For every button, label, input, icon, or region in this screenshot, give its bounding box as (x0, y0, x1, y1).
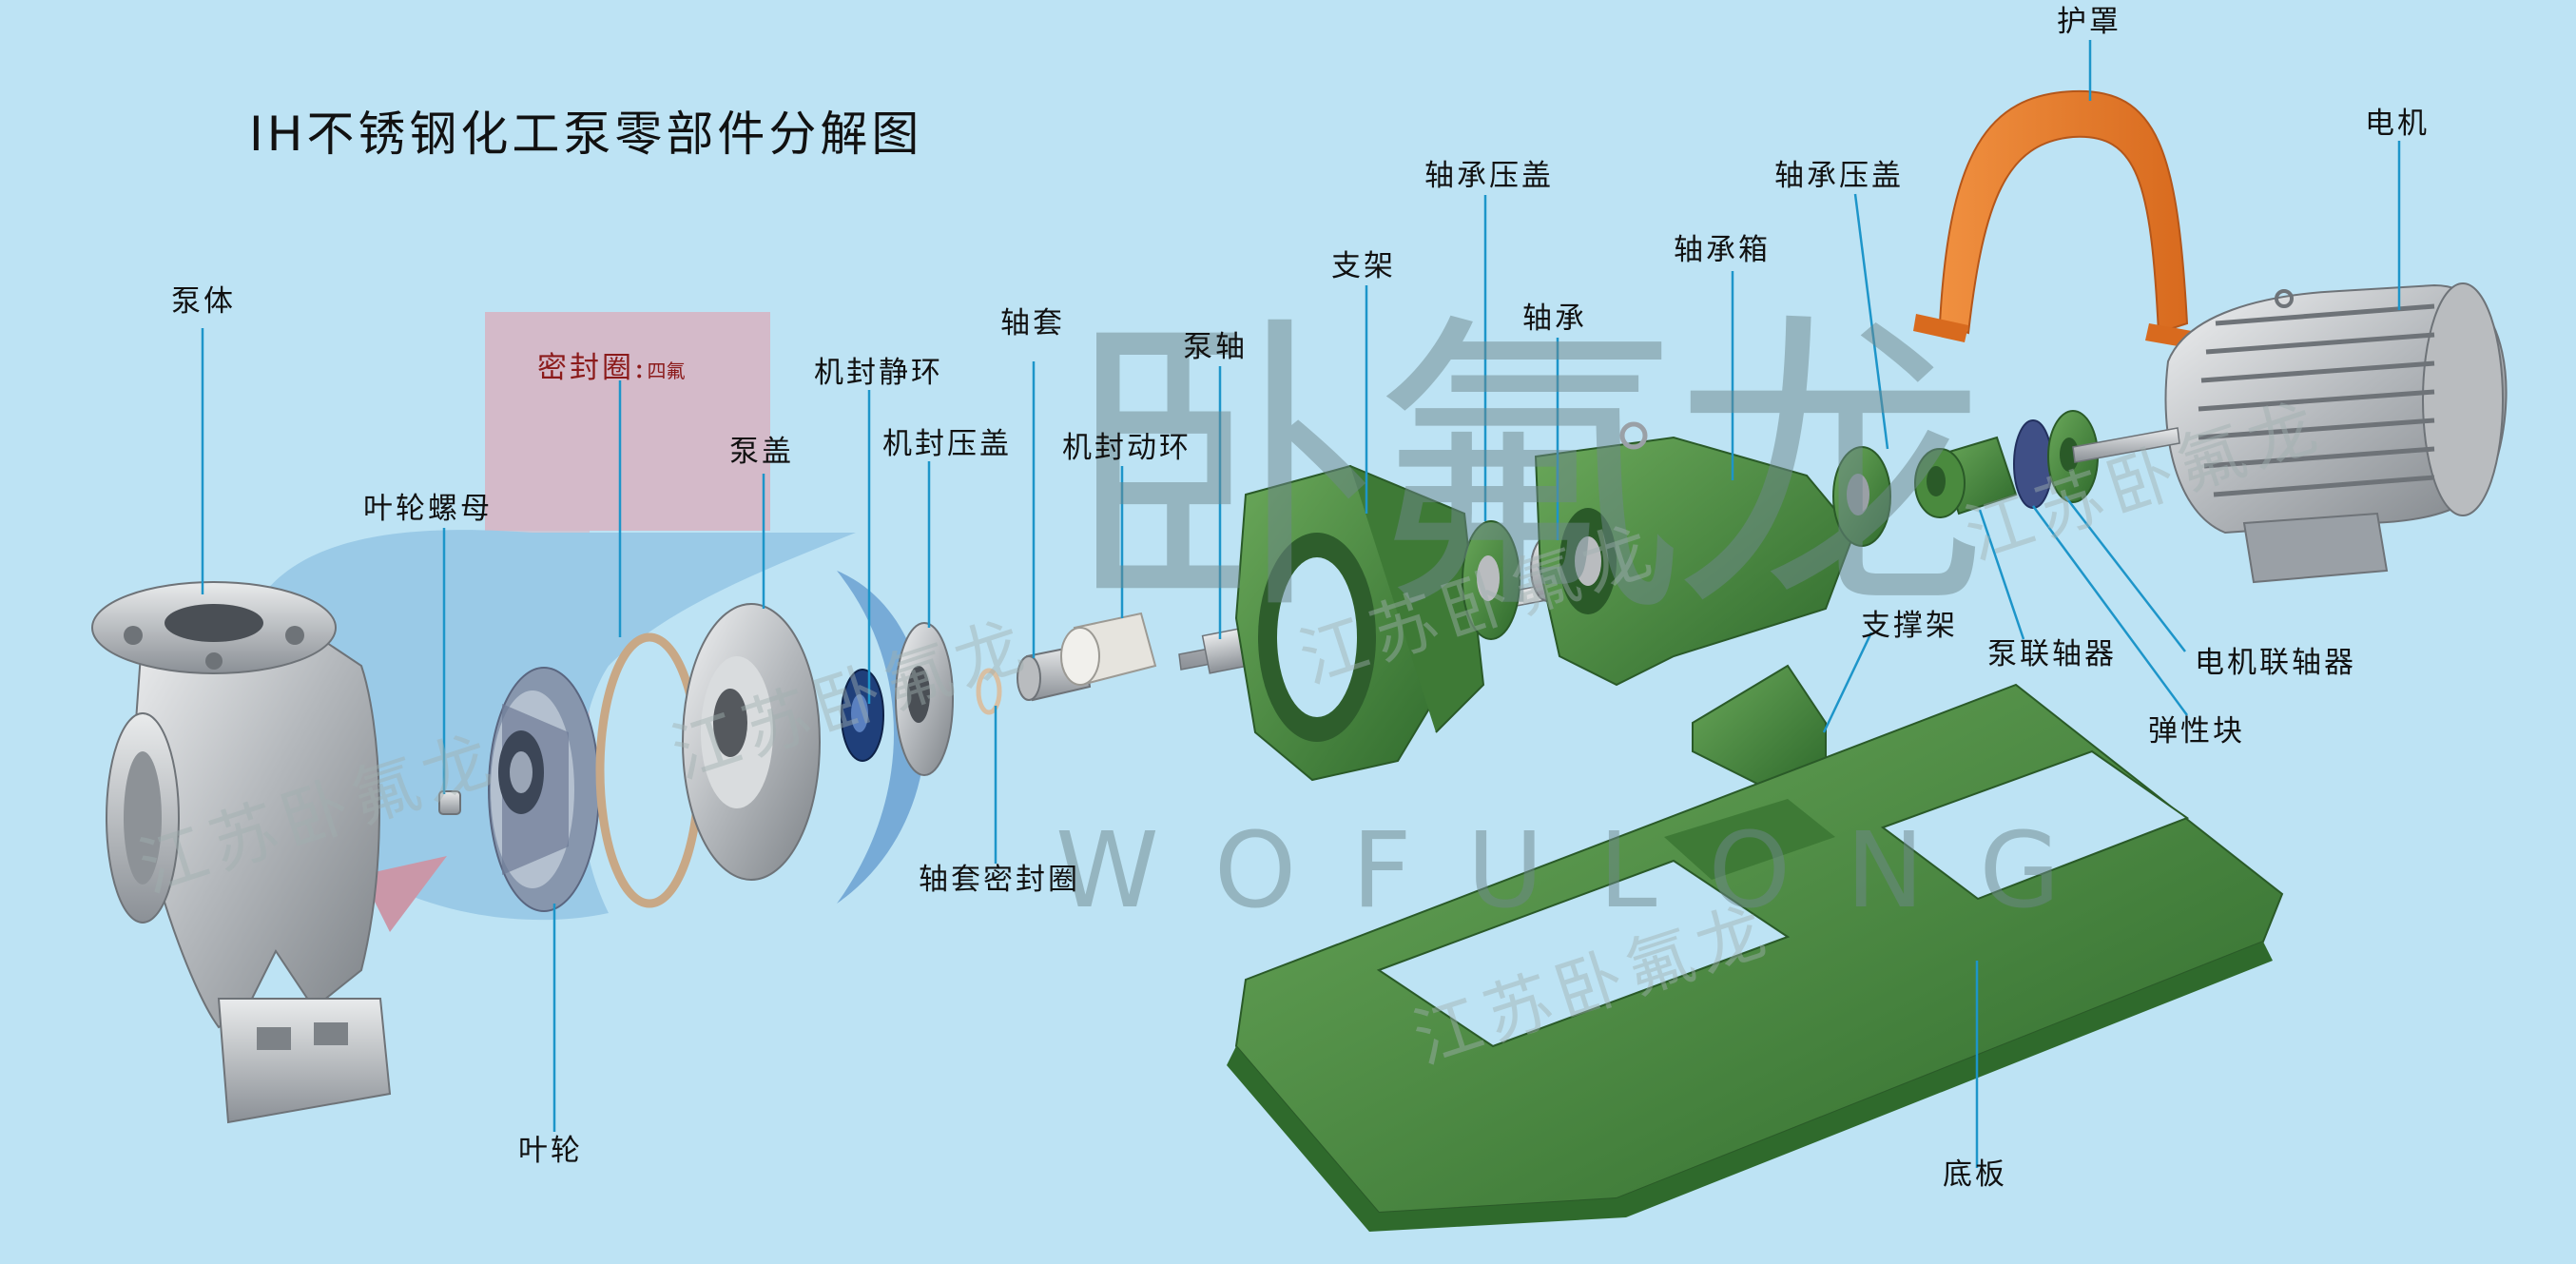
base-plate-part (1227, 683, 2284, 1232)
label-seal-ring: 密封圈:四氟 (537, 354, 685, 383)
label-bearing-cover-1: 轴承压盖 (1424, 159, 1554, 193)
label-pump-cover: 泵盖 (729, 435, 794, 469)
label-pump-coupling: 泵联轴器 (1987, 637, 2117, 671)
label-pump-shaft: 泵轴 (1183, 330, 1248, 364)
pump-coupling-part (1914, 436, 2018, 518)
label-pump-body: 泵体 (171, 284, 236, 319)
bracket-part (1234, 464, 1485, 782)
label-impeller-nut: 叶轮螺母 (363, 492, 493, 526)
leader-lines (201, 40, 2401, 1168)
bearing-cover-1-part (1462, 520, 1520, 640)
label-motor-coupling: 电机联轴器 (2195, 646, 2356, 680)
label-mech-seal-rotating: 机封动环 (1062, 431, 1191, 465)
label-mech-seal-static: 机封静环 (814, 356, 943, 390)
impeller-part (488, 667, 600, 912)
mech-seal-rotating-part (1060, 612, 1157, 686)
mech-seal-gland-part (895, 622, 954, 776)
label-bearing-cover-2: 轴承压盖 (1774, 159, 1904, 193)
label-sleeve-seal: 轴套密封圈 (919, 863, 1080, 897)
sleeve-seal-part (976, 668, 1002, 715)
pump-cover-part (682, 603, 821, 881)
label-seal-ring-note: 四氟 (647, 360, 686, 382)
label-motor: 电机 (2365, 107, 2430, 141)
label-bearing-box: 轴承箱 (1674, 233, 1771, 267)
impeller-nut-part (438, 790, 461, 815)
motor-part (2072, 282, 2508, 584)
label-bearing: 轴承 (1522, 301, 1587, 336)
mech-seal-static-part (841, 669, 884, 762)
label-bracket: 支架 (1331, 249, 1396, 283)
label-base-plate: 底板 (1943, 1157, 2007, 1192)
label-mech-seal-gland: 机封压盖 (882, 427, 1012, 461)
label-support-frame: 支撑架 (1861, 609, 1958, 643)
label-guard: 护罩 (2057, 5, 2121, 39)
label-shaft-sleeve: 轴套 (1000, 306, 1065, 340)
watermark-logo-subtext: WOFULONG (1056, 809, 2116, 931)
diagram-title: IH不锈钢化工泵零部件分解图 (249, 107, 923, 162)
label-seal-ring-text: 密封圈: (537, 351, 648, 385)
label-impeller: 叶轮 (518, 1134, 583, 1168)
watermark-logo-text: 卧氟龙 (1065, 288, 1987, 653)
bearing-box-part (1534, 421, 1856, 687)
pump-body-part (91, 581, 392, 1124)
label-elastic-block: 弹性块 (2148, 714, 2245, 749)
bearing-cover-2-part (1832, 446, 1891, 547)
